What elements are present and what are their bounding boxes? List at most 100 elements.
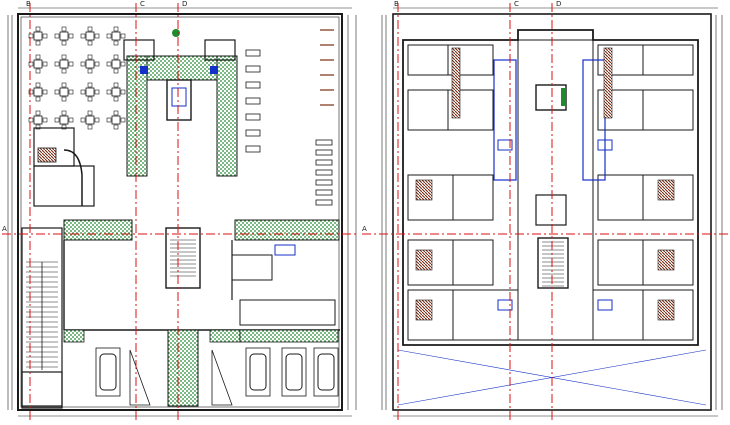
chair bbox=[106, 61, 112, 67]
apartment-units bbox=[407, 44, 694, 341]
gym-machine bbox=[245, 113, 261, 121]
chair bbox=[87, 124, 93, 130]
bed bbox=[415, 179, 433, 201]
bed bbox=[415, 249, 433, 271]
chair bbox=[28, 117, 34, 123]
chair bbox=[68, 89, 74, 95]
chair bbox=[106, 33, 112, 39]
dining-table bbox=[33, 31, 43, 41]
bench bbox=[315, 169, 333, 176]
chair bbox=[42, 89, 48, 95]
furniture bbox=[497, 139, 513, 151]
bed bbox=[657, 249, 675, 271]
chair bbox=[87, 96, 93, 102]
chair bbox=[68, 61, 74, 67]
furniture bbox=[497, 299, 513, 311]
parking-bay bbox=[95, 347, 121, 397]
curved-counter bbox=[63, 149, 83, 206]
chair bbox=[94, 61, 100, 67]
chair bbox=[120, 61, 126, 67]
room bbox=[642, 239, 694, 286]
car-icon bbox=[285, 353, 303, 391]
chair bbox=[113, 110, 119, 116]
room bbox=[447, 89, 494, 131]
room bbox=[592, 289, 644, 341]
room bbox=[452, 239, 494, 286]
chair bbox=[120, 117, 126, 123]
grid-axes bbox=[2, 3, 728, 420]
room bbox=[597, 239, 644, 286]
axis-label-a-left: A bbox=[2, 225, 7, 233]
ramp bbox=[211, 349, 233, 406]
chair bbox=[80, 89, 86, 95]
bench bbox=[315, 189, 333, 196]
bench bbox=[315, 199, 333, 206]
chair bbox=[54, 33, 60, 39]
chair bbox=[54, 117, 60, 123]
chair bbox=[120, 33, 126, 39]
garden-right bbox=[216, 55, 238, 177]
gym-machine bbox=[245, 145, 261, 153]
chair bbox=[113, 96, 119, 102]
chair bbox=[80, 61, 86, 67]
chair bbox=[87, 110, 93, 116]
axis-label-a-right: A bbox=[362, 225, 367, 233]
bed bbox=[415, 299, 433, 321]
chair bbox=[35, 124, 41, 130]
chair bbox=[42, 117, 48, 123]
dining-table bbox=[59, 59, 69, 69]
chair bbox=[28, 61, 34, 67]
gym-machine bbox=[245, 129, 261, 137]
bench bbox=[315, 159, 333, 166]
bench bbox=[315, 149, 333, 156]
dining-table bbox=[59, 87, 69, 97]
building-outline bbox=[402, 29, 699, 346]
dining-table bbox=[33, 59, 43, 69]
axis-label-d-left: D bbox=[182, 0, 187, 8]
chair bbox=[28, 89, 34, 95]
car-icon bbox=[99, 353, 117, 391]
chair bbox=[61, 96, 67, 102]
chair bbox=[113, 26, 119, 32]
room bbox=[642, 44, 694, 76]
room bbox=[407, 44, 449, 76]
parking-bay bbox=[245, 347, 271, 397]
chair bbox=[106, 117, 112, 123]
lift-core-upper bbox=[535, 84, 567, 111]
gym-machine bbox=[245, 81, 261, 89]
stair-core-upper bbox=[537, 237, 569, 289]
dining-table bbox=[59, 115, 69, 125]
dining-table bbox=[85, 115, 95, 125]
chair bbox=[35, 40, 41, 46]
axis-label-c-left: C bbox=[140, 0, 145, 8]
chair bbox=[87, 82, 93, 88]
chair bbox=[68, 33, 74, 39]
chair bbox=[68, 117, 74, 123]
chair bbox=[94, 117, 100, 123]
gym-machine bbox=[245, 65, 261, 73]
chair bbox=[87, 40, 93, 46]
stair-core-left bbox=[21, 227, 63, 409]
chair bbox=[61, 110, 67, 116]
chair bbox=[42, 33, 48, 39]
chair bbox=[80, 33, 86, 39]
chair bbox=[113, 40, 119, 46]
dining-table bbox=[111, 59, 121, 69]
dining-table bbox=[85, 31, 95, 41]
chair bbox=[54, 61, 60, 67]
axis-label-c-right: C bbox=[514, 0, 519, 8]
fixture bbox=[210, 66, 218, 74]
chair bbox=[94, 89, 100, 95]
room bbox=[452, 174, 494, 221]
chair bbox=[35, 54, 41, 60]
chair bbox=[35, 26, 41, 32]
stair-treads-upper bbox=[542, 241, 564, 287]
dining-table bbox=[85, 87, 95, 97]
dining-table bbox=[33, 115, 43, 125]
central-stair-treads bbox=[170, 239, 196, 277]
kitchen-counter bbox=[37, 147, 57, 163]
chair bbox=[28, 33, 34, 39]
chair bbox=[113, 54, 119, 60]
